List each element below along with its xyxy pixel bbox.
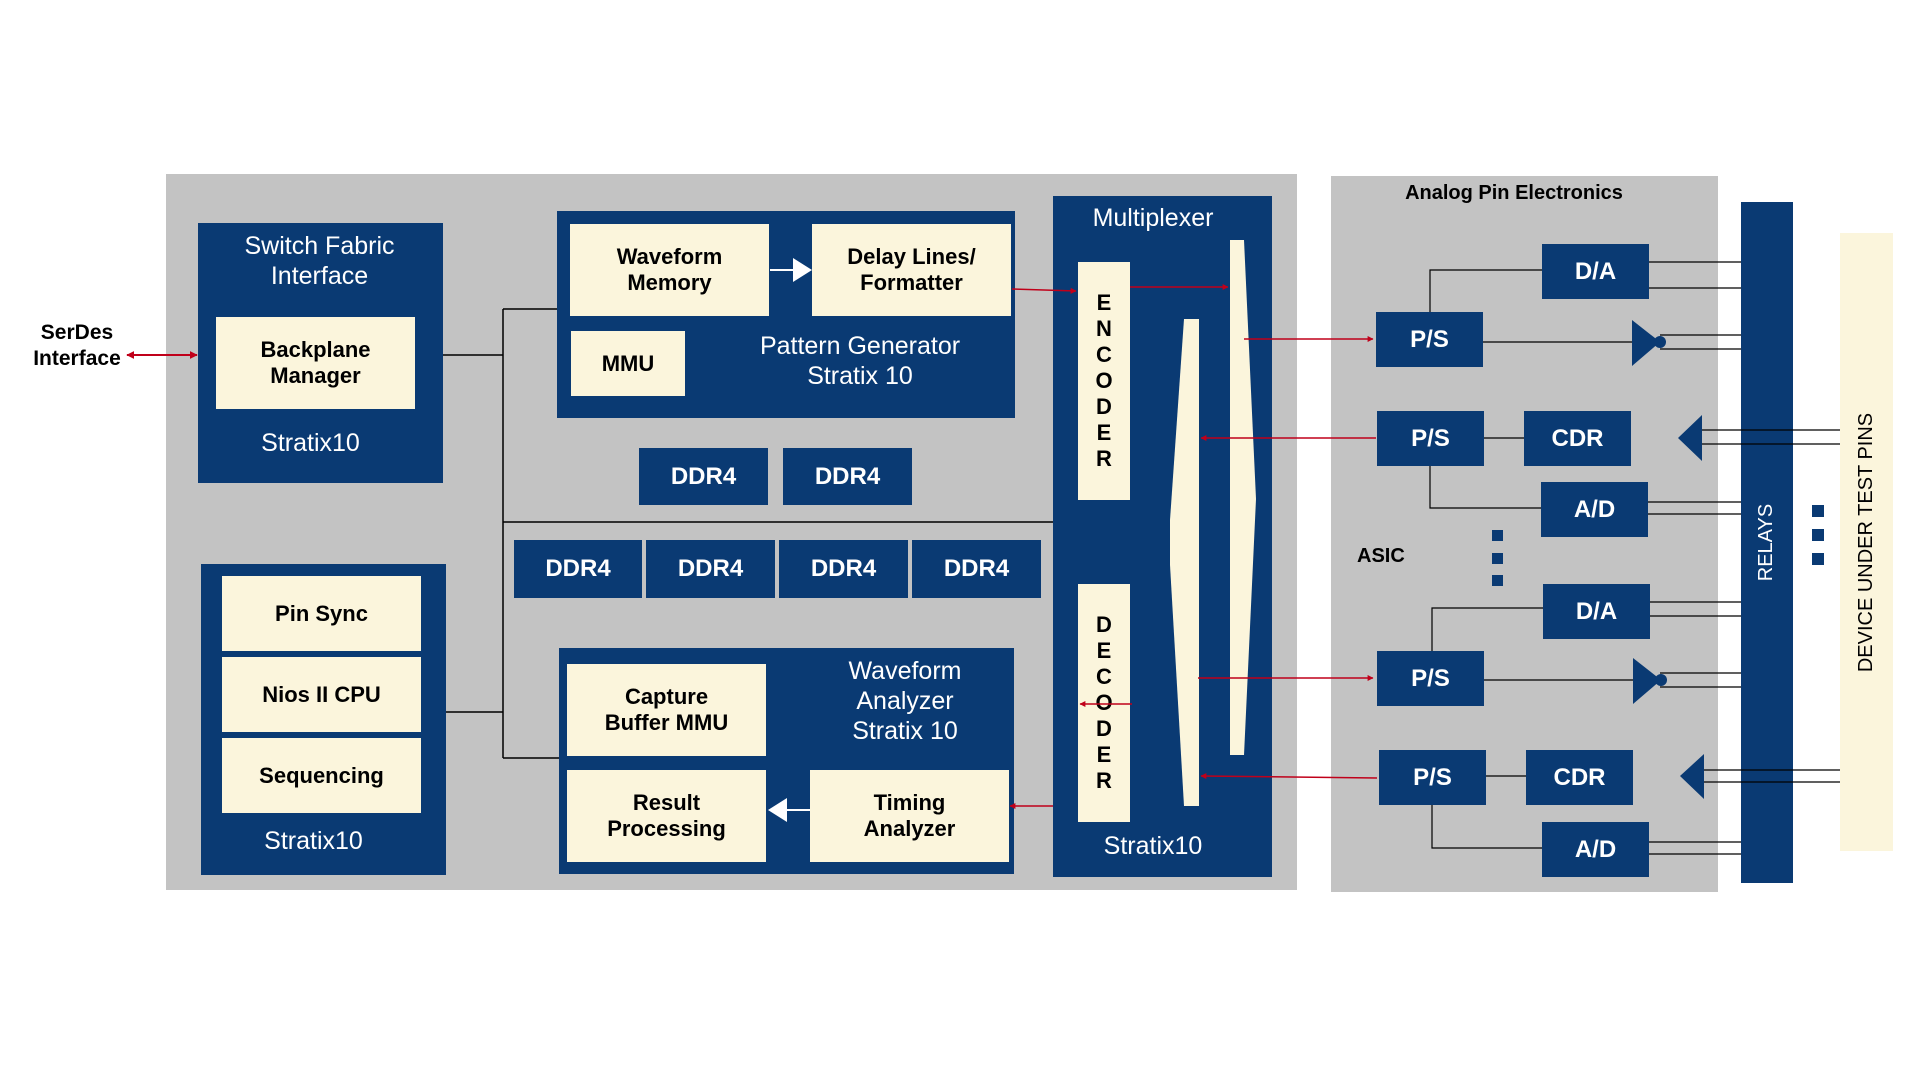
ddr4-6: DDR4 [912, 540, 1041, 598]
encoder-letter: E [1096, 420, 1112, 445]
serdes-label: SerDes Interface [33, 321, 121, 370]
analog-title: Analog Pin Electronics [1405, 182, 1623, 204]
receiver-buffers [1678, 415, 1704, 799]
da-1: D/A [1542, 244, 1649, 299]
ps-3: P/S [1377, 651, 1484, 706]
control-block-chip: Stratix10 [264, 827, 363, 855]
ps-2: P/S [1377, 411, 1484, 466]
decoder-letter: R [1096, 768, 1112, 793]
waveform-analyzer-title: Waveform Analyzer Stratix 10 [800, 656, 1010, 746]
encoder-letter: E [1096, 290, 1112, 315]
switch-fabric-chip: Stratix10 [261, 429, 360, 457]
mmu: MMU [571, 331, 685, 396]
asic-label: ASIC [1357, 545, 1405, 567]
waveform-analyzer-chip: Stratix 10 [852, 717, 958, 745]
ps-4: P/S [1379, 750, 1486, 805]
da-2: D/A [1543, 584, 1650, 639]
encoder-letter: N [1096, 316, 1112, 341]
signal-arrows [1009, 284, 1378, 809]
ddr4-3: DDR4 [514, 540, 642, 598]
ps-1: P/S [1376, 312, 1483, 367]
delay-lines-formatter: Delay Lines/ Formatter [812, 224, 1011, 316]
analog-lines [1429, 261, 1840, 855]
driver-buffers [1632, 320, 1667, 704]
encoder: E N C O D E R [1078, 262, 1130, 500]
cdr-2: CDR [1526, 750, 1633, 805]
ad-1: A/D [1541, 482, 1648, 537]
encoder-letter: O [1095, 368, 1113, 393]
decoder-letter: D [1096, 716, 1112, 741]
pin-sync: Pin Sync [222, 576, 421, 651]
decoder-letter: D [1096, 612, 1112, 637]
waveform-memory: Waveform Memory [570, 224, 769, 316]
decoder-letter: E [1096, 638, 1112, 663]
mux-input-trapezoid [1170, 319, 1199, 806]
decoder-letter: C [1096, 664, 1112, 689]
ellipsis-dots [1492, 505, 1824, 586]
multiplexer-title: Multiplexer [1092, 204, 1214, 232]
encoder-letter: D [1096, 394, 1112, 419]
ddr4-1: DDR4 [639, 448, 768, 505]
decoder-letter: O [1095, 690, 1113, 715]
ddr4-2: DDR4 [783, 448, 912, 505]
timing-analyzer: Timing Analyzer [810, 770, 1009, 862]
decoder: D E C O D E R [1078, 584, 1130, 822]
pattern-generator-name: Pattern Generator [759, 332, 961, 360]
waveform-analyzer-name: Waveform Analyzer [848, 657, 962, 715]
encoder-letter: C [1096, 342, 1112, 367]
pattern-generator-chip: Stratix 10 [807, 362, 913, 390]
sequencing: Sequencing [222, 738, 421, 813]
dut-bar [1840, 233, 1893, 851]
cdr-1: CDR [1524, 411, 1631, 466]
ddr4-4: DDR4 [646, 540, 775, 598]
backplane-manager: Backplane Manager [216, 317, 415, 409]
switch-fabric-title: Switch Fabric Interface [244, 232, 395, 290]
mux-output-trapezoid [1230, 240, 1256, 755]
bus-lines [443, 308, 1053, 759]
pattern-generator-title: Pattern Generator Stratix 10 [740, 331, 980, 391]
capture-buffer-mmu: Capture Buffer MMU [567, 664, 766, 756]
nios-cpu: Nios II CPU [222, 657, 421, 732]
multiplexer-chip: Stratix10 [1103, 832, 1203, 860]
ad-2: A/D [1542, 822, 1649, 877]
ddr4-5: DDR4 [779, 540, 908, 598]
decoder-letter: E [1096, 742, 1112, 767]
result-processing: Result Processing [567, 770, 766, 862]
encoder-letter: R [1096, 446, 1112, 471]
